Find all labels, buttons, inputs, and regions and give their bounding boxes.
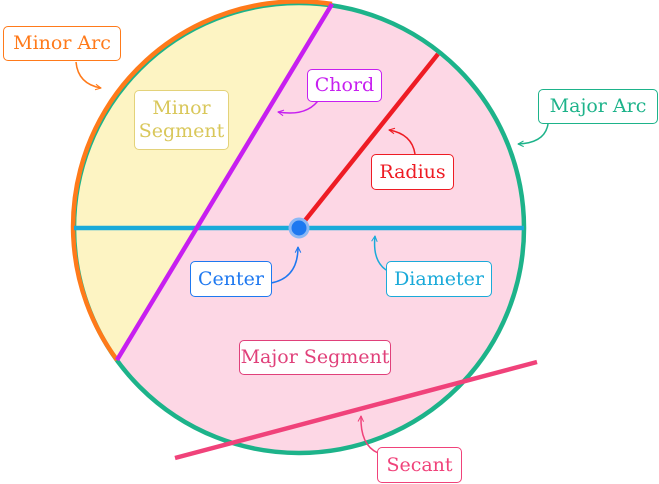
center-pointer xyxy=(270,247,298,284)
secant-pointer xyxy=(361,416,379,454)
secant-label: Secant xyxy=(377,447,462,483)
minor-segment-label-line1: Minor xyxy=(152,97,211,120)
chord-label: Chord xyxy=(307,69,382,102)
radius-label: Radius xyxy=(371,154,454,190)
radius-pointer xyxy=(389,130,416,155)
minor-segment-label: Minor Segment xyxy=(134,90,229,150)
center-label: Center xyxy=(190,261,272,297)
chord-line xyxy=(115,2,334,362)
minor-arc xyxy=(70,0,333,362)
minor-arc-label: Minor Arc xyxy=(3,26,121,61)
minor-arc-pointer xyxy=(75,61,101,88)
center-point xyxy=(288,217,310,239)
radius-line xyxy=(297,52,440,230)
major-arc-pointer xyxy=(518,123,549,144)
secant-line xyxy=(174,359,538,461)
diameter-label: Diameter xyxy=(386,261,492,297)
major-arc-label: Major Arc xyxy=(538,89,658,124)
minor-segment-label-line2: Segment xyxy=(138,120,225,142)
major-segment-label: Major Segment xyxy=(239,340,391,375)
